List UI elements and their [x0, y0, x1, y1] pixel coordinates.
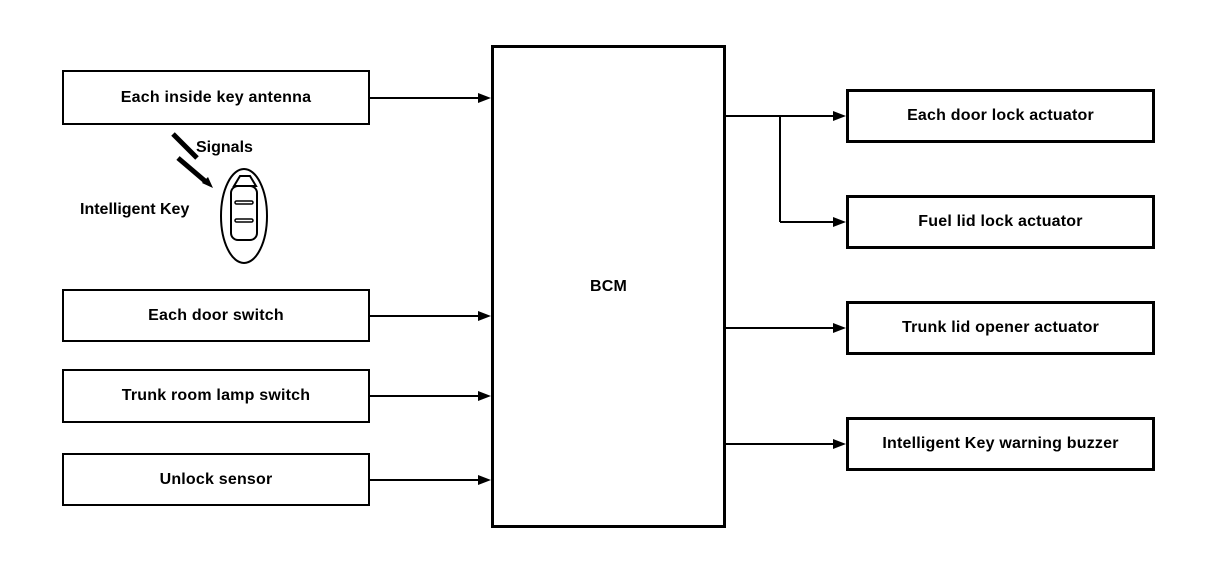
bcm-box: BCM: [491, 45, 726, 528]
input-label: Unlock sensor: [159, 470, 273, 488]
signals-label: Signals: [196, 139, 253, 156]
input-box-each-door-switch: Each door switch: [62, 289, 370, 342]
output-box-intelligent-key-warning-buzzer: Intelligent Key warning buzzer: [846, 417, 1155, 471]
output-label: Intelligent Key warning buzzer: [882, 435, 1119, 453]
input-box-trunk-room-lamp-switch: Trunk room lamp switch: [62, 369, 370, 423]
input-label: Each door switch: [148, 306, 284, 324]
output-box-each-door-lock-actuator: Each door lock actuator: [846, 89, 1155, 143]
input-label: Trunk room lamp switch: [121, 387, 311, 405]
input-label: Each inside key antenna: [120, 88, 312, 106]
intelligent-key-label: Intelligent Key: [80, 201, 190, 218]
input-box-unlock-sensor: Unlock sensor: [62, 453, 370, 506]
output-label: Fuel lid lock actuator: [918, 213, 1083, 231]
input-connectors: [370, 97, 480, 481]
signal-zigzag-arrow-icon: [171, 132, 213, 188]
output-connectors: [726, 115, 835, 445]
input-arrowheads: [478, 93, 491, 485]
output-arrowheads: [833, 111, 846, 449]
input-box-each-inside-key-antenna: Each inside key antenna: [62, 70, 370, 125]
output-label: Trunk lid opener actuator: [901, 319, 1100, 337]
output-box-trunk-lid-opener-actuator: Trunk lid opener actuator: [846, 301, 1155, 355]
key-fob-icon: [220, 168, 268, 264]
bcm-label: BCM: [589, 277, 628, 295]
output-label: Each door lock actuator: [907, 107, 1094, 125]
output-box-fuel-lid-lock-actuator: Fuel lid lock actuator: [846, 195, 1155, 249]
